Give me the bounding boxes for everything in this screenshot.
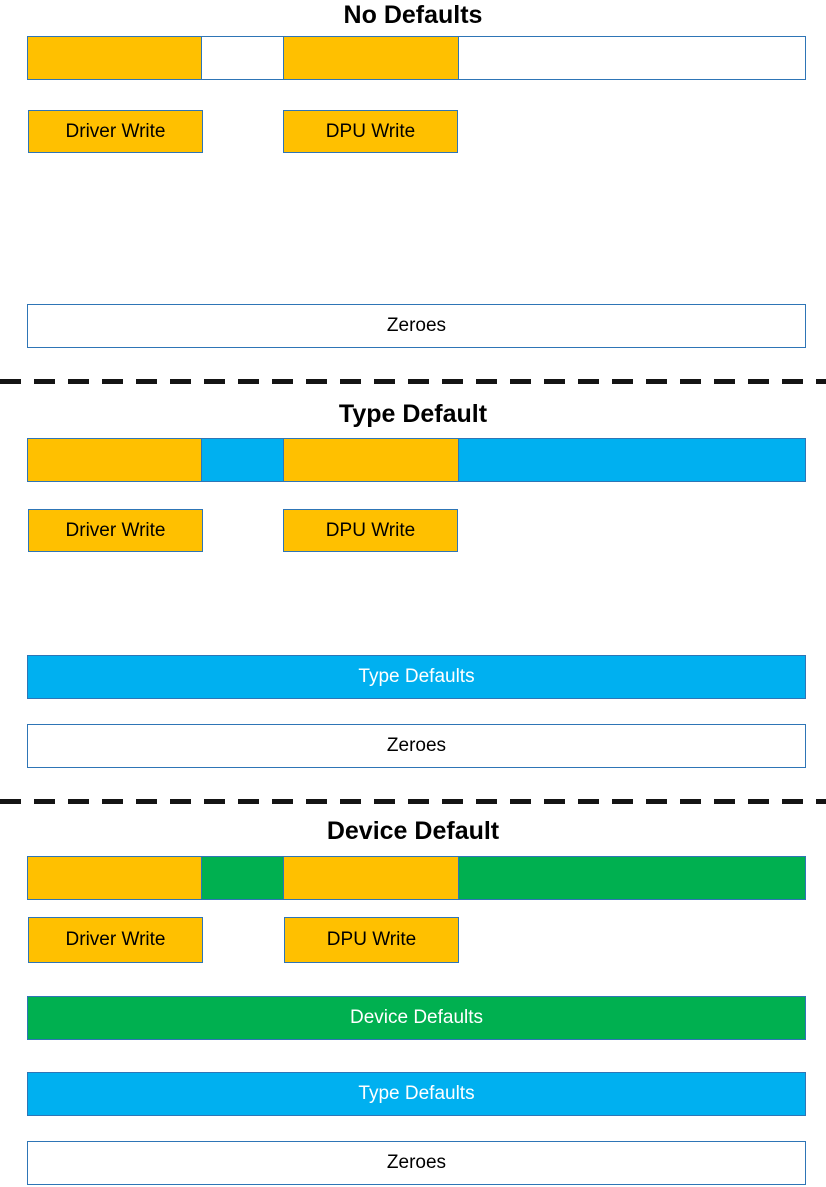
driver-write-box: Driver Write: [28, 110, 203, 153]
driver-write-region: [27, 438, 202, 482]
zeroes-layer-bar: Zeroes: [27, 1141, 806, 1185]
driver-write-label: Driver Write: [65, 929, 166, 950]
driver-write-box: Driver Write: [28, 917, 203, 963]
section-title-device-default: Device Default: [326, 817, 500, 845]
device-defaults-layer-bar: Device Defaults: [27, 996, 806, 1040]
type-defaults-layer-bar: Type Defaults: [27, 1072, 806, 1116]
zeroes-layer-bar: Zeroes: [27, 724, 806, 768]
driver-write-box: Driver Write: [28, 509, 203, 552]
driver-write-region: [27, 856, 202, 900]
dashed-section-divider: [0, 379, 826, 384]
type-defaults-label: Type Defaults: [358, 666, 475, 687]
memory-bar-type-default: [27, 438, 806, 482]
dpu-write-label: DPU Write: [326, 929, 417, 950]
zeroes-layer-bar: Zeroes: [27, 304, 806, 348]
dpu-write-region: [283, 36, 459, 80]
memory-bar-no-defaults: [27, 36, 806, 80]
dpu-write-label: DPU Write: [325, 120, 416, 142]
dpu-write-label: DPU Write: [325, 519, 416, 541]
section-title-type-default: Type Default: [338, 400, 488, 428]
dashed-section-divider: [0, 799, 826, 804]
dpu-write-region: [283, 438, 459, 482]
dpu-write-box: DPU Write: [283, 509, 458, 552]
dpu-write-box: DPU Write: [283, 110, 458, 153]
dpu-write-box: DPU Write: [284, 917, 459, 963]
driver-write-label: Driver Write: [65, 519, 166, 541]
type-defaults-label: Type Defaults: [358, 1083, 475, 1104]
memory-bar-device-default: [27, 856, 806, 900]
type-defaults-layer-bar: Type Defaults: [27, 655, 806, 699]
driver-write-region: [27, 36, 202, 80]
section-title-no-defaults: No Defaults: [343, 1, 483, 29]
zeroes-label: Zeroes: [386, 315, 447, 336]
driver-write-label: Driver Write: [65, 120, 166, 142]
device-defaults-label: Device Defaults: [349, 1007, 484, 1028]
dpu-write-region: [283, 856, 459, 900]
zeroes-label: Zeroes: [386, 1152, 447, 1173]
zeroes-label: Zeroes: [386, 735, 447, 756]
